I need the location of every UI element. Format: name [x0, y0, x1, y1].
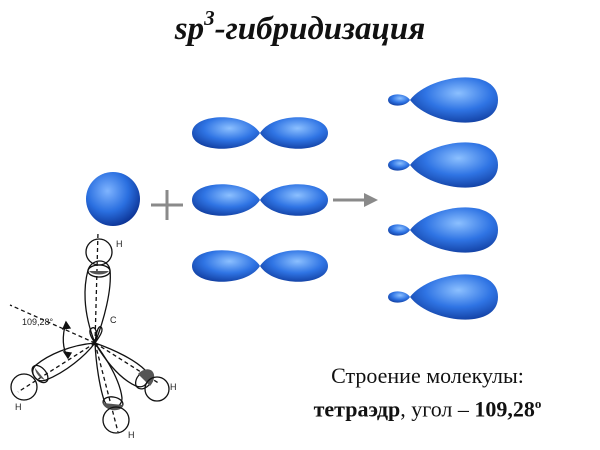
s-orbital — [86, 172, 140, 226]
sp3-hybrid-orbital — [388, 142, 498, 188]
hydrogen-label: H — [128, 430, 135, 440]
angle-label: 109,28° — [22, 317, 54, 327]
p-orbital — [192, 184, 328, 216]
structure-caption: Строение молекулы: тетраэдр, угол – 109,… — [255, 362, 600, 423]
methane-tetrahedron-sketch — [9, 231, 170, 434]
arrow-icon — [333, 193, 378, 207]
plus-icon — [151, 190, 183, 220]
p-orbital — [192, 117, 328, 149]
p-orbital — [192, 250, 328, 282]
sp3-hybrid-orbital — [388, 274, 498, 320]
sp3-hybrid-orbital — [388, 207, 498, 253]
hydrogen-label: H — [15, 402, 22, 412]
sp3-hybrid-orbital — [388, 77, 498, 123]
page-title: sp3-гибридизация — [174, 6, 426, 47]
hydrogen-label: H — [170, 382, 177, 392]
caption-detail: тетраэдр, угол – 109,28o — [313, 396, 542, 422]
hydrogen-label: H — [116, 239, 123, 249]
caption-heading: Строение молекулы: — [331, 363, 524, 388]
carbon-label: C — [110, 315, 117, 325]
